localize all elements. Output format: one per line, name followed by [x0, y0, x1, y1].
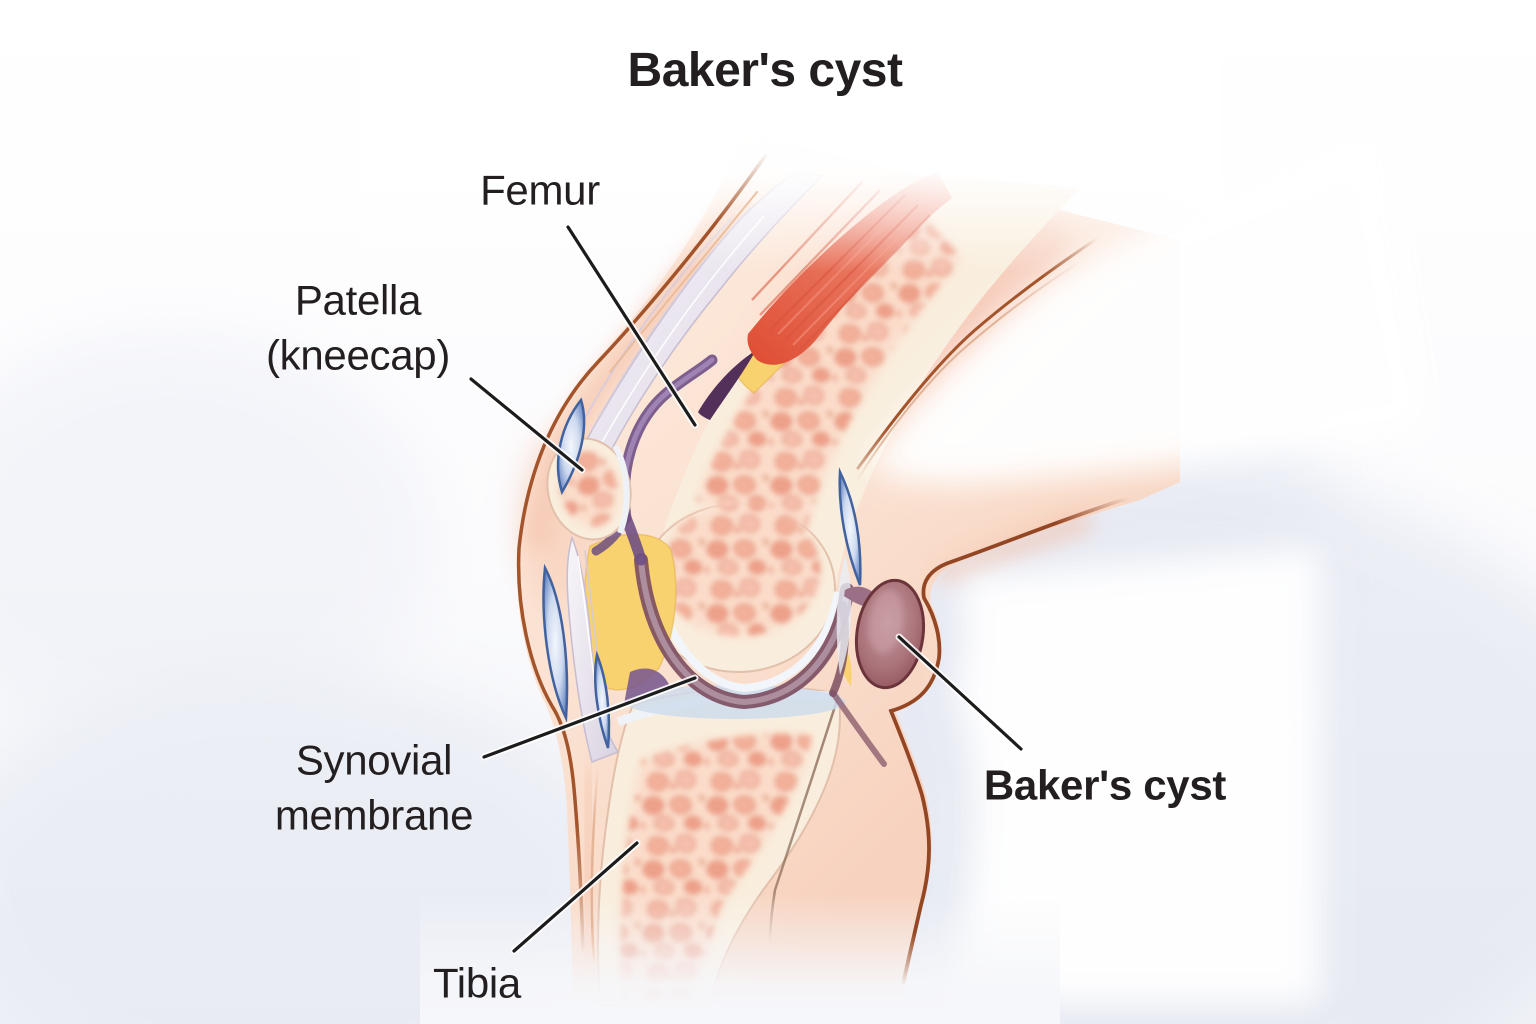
label-patella-kneecap: Patella (kneecap) — [265, 276, 451, 378]
label-bakers-cyst: Baker's cyst — [983, 761, 1227, 809]
patella-bone — [546, 437, 632, 541]
skin-outlines — [516, 150, 1130, 990]
leader-line-tibia — [510, 839, 641, 955]
soft-fades — [360, 40, 1430, 1024]
label-femur: Femur — [480, 166, 600, 214]
label-tibia: Tibia — [433, 959, 521, 1007]
leader-line-synovial-membrane — [480, 674, 699, 761]
leader-line-bakers-cyst — [895, 633, 1025, 753]
bursae — [542, 397, 862, 749]
figure-title: Baker's cyst — [627, 43, 903, 97]
bakers-cyst-shape — [836, 555, 926, 690]
label-synovial-membrane: Synovial membrane — [274, 736, 474, 838]
leader-lines — [467, 223, 1025, 955]
leader-line-femur — [564, 223, 699, 429]
leader-line-patella — [467, 375, 586, 474]
